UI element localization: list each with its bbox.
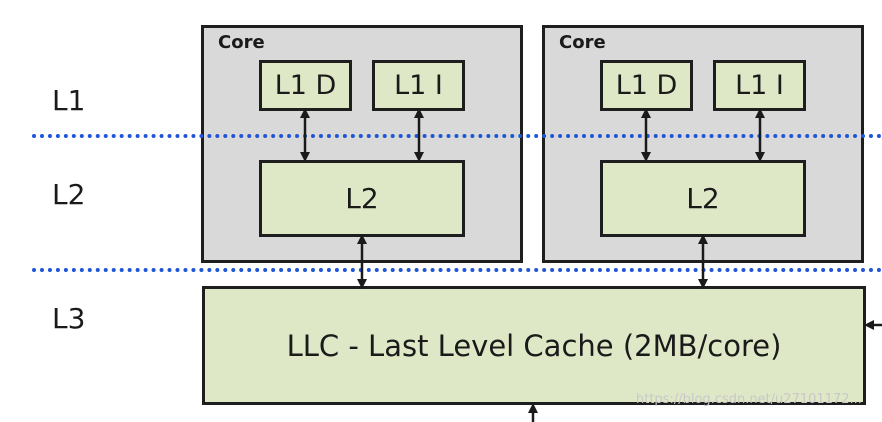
level-label-l2: L2 xyxy=(52,178,86,211)
core-title: Core xyxy=(559,32,606,53)
l1-data-cache-1: L1 D xyxy=(259,60,352,111)
llc-box: LLC - Last Level Cache (2MB/core) xyxy=(202,286,866,405)
l2-cache-2: L2 xyxy=(600,160,806,237)
level-divider-l1-l2 xyxy=(32,134,882,138)
l2-cache-1: L2 xyxy=(259,160,465,237)
l1-data-cache-2: L1 D xyxy=(600,60,693,111)
watermark-text: https://blog.csdn.net/u27101172... xyxy=(636,392,862,407)
l1-instruction-cache-1: L1 I xyxy=(372,60,465,111)
level-label-l1: L1 xyxy=(52,84,86,117)
level-label-l3: L3 xyxy=(52,302,86,335)
l1-instruction-cache-2: L1 I xyxy=(713,60,806,111)
core-title: Core xyxy=(218,32,265,53)
level-divider-l2-l3 xyxy=(32,268,882,272)
